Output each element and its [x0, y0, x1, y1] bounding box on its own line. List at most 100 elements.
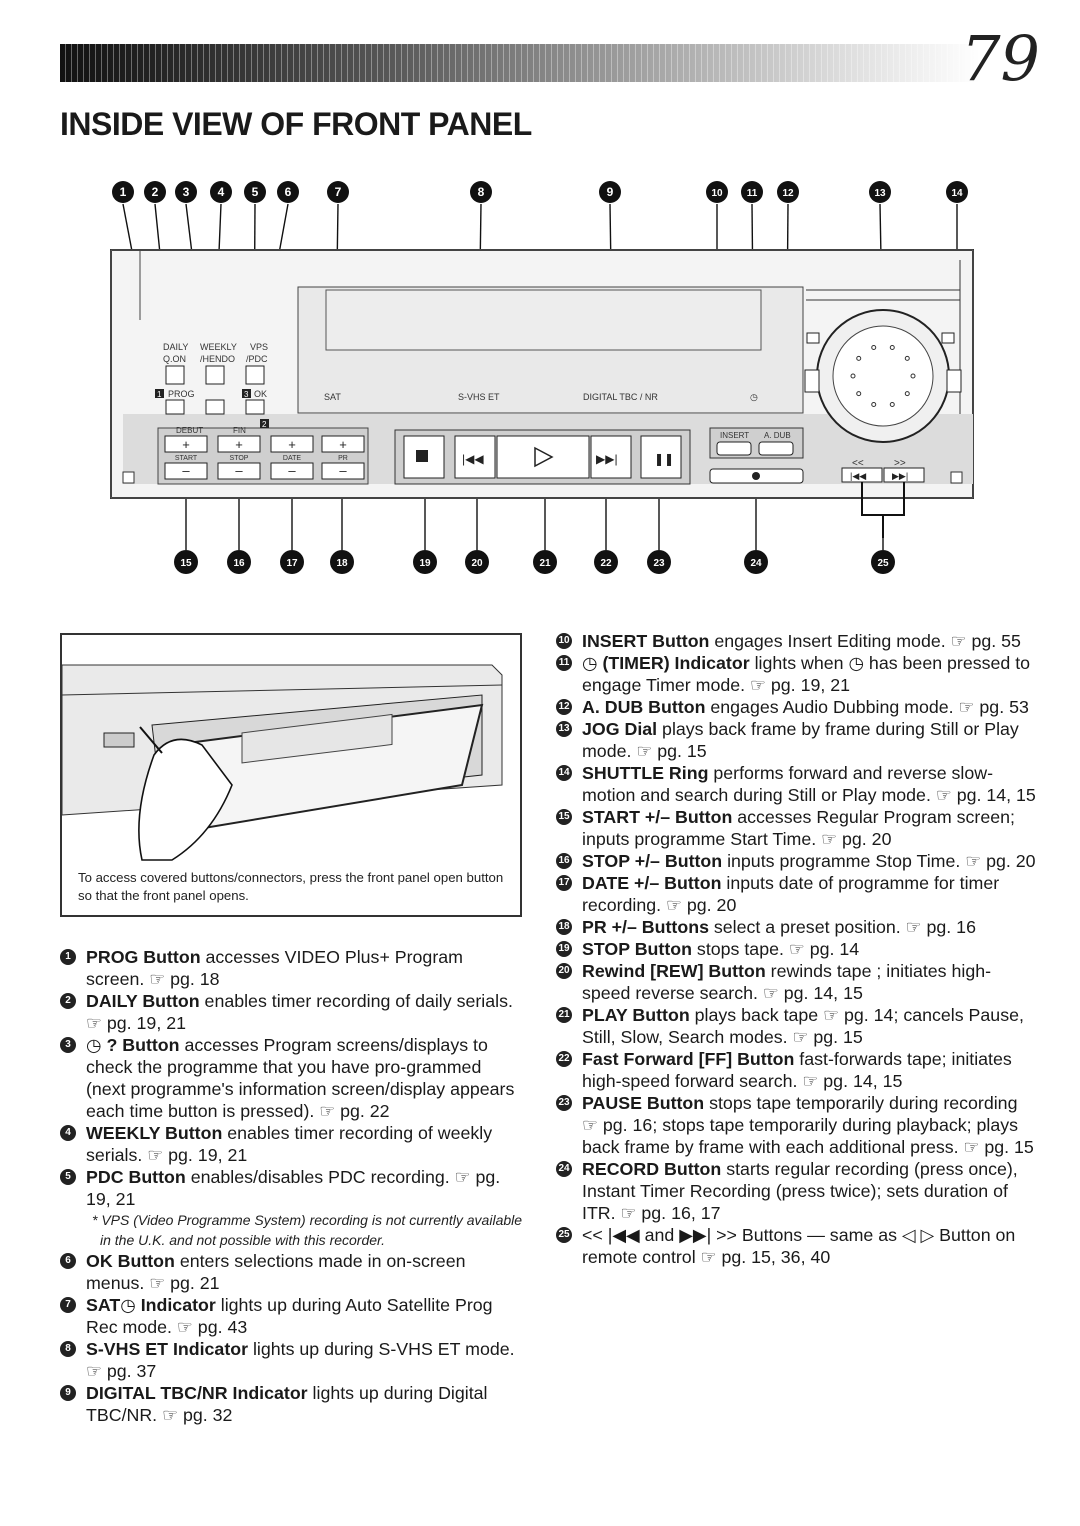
callout-number: 1 [120, 185, 127, 199]
callout-number: 9 [607, 185, 614, 199]
callout-marker [244, 181, 266, 203]
item-number: 3 [60, 1037, 76, 1053]
label-sat: SAT [324, 392, 341, 402]
minus-icon: – [235, 463, 243, 478]
callout-number: 23 [653, 558, 665, 569]
label-ok: OK [254, 389, 267, 399]
rewind-icon: |◀◀ [462, 452, 484, 466]
callout-number: 6 [285, 185, 292, 199]
plus-icon: + [288, 437, 296, 452]
label-insert: INSERT [720, 431, 749, 440]
label-weekly: WEEKLY [200, 342, 237, 352]
item-number: 1 [60, 949, 76, 965]
label-prog: PROG [168, 389, 195, 399]
label-fin: FIN [233, 426, 246, 435]
jog-dot [910, 373, 916, 379]
corner-square-right [950, 471, 963, 484]
prog-button [165, 399, 185, 415]
jog-dot [871, 344, 877, 350]
ff-icon: ▶▶| [596, 452, 618, 466]
jog-dot [856, 355, 862, 361]
num-box-1 [155, 389, 164, 398]
callout-marker [112, 181, 134, 203]
item-number: 5 [60, 1169, 76, 1185]
list-item: 3◷ ? Button accesses Program screens/dis… [60, 1034, 525, 1122]
timer-button-label: START [175, 455, 198, 462]
jog-dot [889, 344, 895, 350]
item-number: 15 [556, 809, 572, 825]
display-inner [325, 289, 762, 351]
item-number: 8 [60, 1341, 76, 1357]
vcr-edge [62, 684, 503, 696]
callout-marker [210, 181, 232, 203]
jog-dot [871, 402, 877, 408]
plus-button [164, 435, 208, 453]
item-number: 19 [556, 941, 572, 957]
callout-marker [741, 181, 763, 203]
callout-marker [174, 550, 198, 574]
plus-icon: + [235, 437, 243, 452]
flap-window [241, 713, 393, 764]
callout-marker [599, 181, 621, 203]
shuttle-right-tab [946, 369, 962, 393]
callout-marker [413, 550, 437, 574]
jog-dots [850, 344, 916, 408]
minus-button [321, 462, 365, 480]
callout-marker [777, 181, 799, 203]
item-number: 20 [556, 963, 572, 979]
item-number: 11 [556, 655, 572, 671]
jog-dot [850, 373, 856, 379]
skip-back-label: << [852, 458, 864, 469]
item-number: 13 [556, 721, 572, 737]
callout-number: 24 [750, 558, 762, 569]
ff-button [590, 435, 632, 479]
item-number: 25 [556, 1227, 572, 1243]
pause-icon: ❚❚ [654, 452, 674, 466]
callout-number: 7 [335, 185, 342, 199]
vcr-inner-edge [110, 249, 974, 499]
front-panel-opening-illustration [62, 664, 503, 861]
label-digital-tbc: DIGITAL TBC / NR [583, 392, 658, 402]
plus-button [217, 435, 261, 453]
item-number: 10 [556, 633, 572, 649]
callout-number: 2 [152, 185, 159, 199]
callout-marker [465, 550, 489, 574]
daily-button [165, 365, 185, 385]
skip-back-icon: |◀◀ [850, 471, 866, 481]
callout-marker [227, 550, 251, 574]
callout-number: 15 [180, 558, 192, 569]
front-panel-photo-box: To access covered buttons/connectors, pr… [60, 633, 522, 917]
insert-button [716, 441, 752, 456]
vps-footnote: * VPS (Video Programme System) recording… [92, 1212, 523, 1248]
skip-fwd-label: >> [894, 458, 906, 469]
callout-marker [533, 550, 557, 574]
callout-number: 20 [471, 558, 483, 569]
callout-number: 12 [782, 188, 794, 199]
callout-number: 11 [747, 188, 758, 199]
callout-number: 16 [233, 558, 245, 569]
timer-check-button [205, 399, 225, 415]
shuttle-left-tab [804, 369, 820, 393]
shuttle-right-indicator [941, 332, 955, 344]
callout-number: 22 [600, 558, 612, 569]
page-title: INSIDE VIEW OF FRONT PANEL [60, 106, 532, 142]
label-pdc: /PDC [246, 354, 268, 364]
callout-number: 14 [951, 188, 963, 199]
adub-button [758, 441, 794, 456]
label-n2: 2 [262, 420, 267, 429]
item-number: 16 [556, 853, 572, 869]
label-qon: Q.ON [163, 354, 186, 364]
